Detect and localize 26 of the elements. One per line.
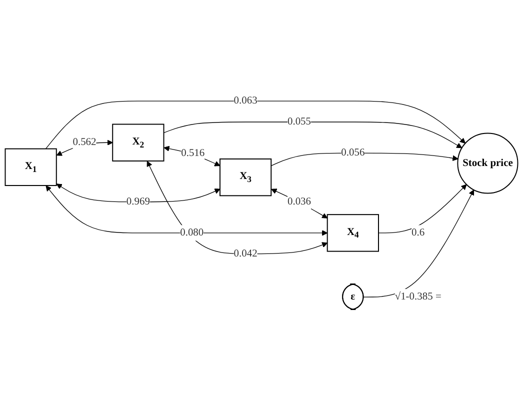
- arrow: [363, 190, 474, 298]
- edge-label: 0.055: [287, 116, 312, 128]
- edge-label: 0.042: [234, 248, 258, 260]
- arrow: [163, 122, 462, 148]
- node-box: X$_{3}$: [219, 158, 272, 196]
- node-box: X$_{4}$: [326, 214, 379, 252]
- arrow: [45, 100, 466, 150]
- arrow: [271, 188, 328, 219]
- arrow: [56, 184, 220, 202]
- node-box: X$_{2}$: [112, 124, 164, 162]
- edge-label: 0.080: [180, 227, 204, 238]
- edge-label: √1-0.385 =: [394, 291, 442, 302]
- edge-label: 0.6: [412, 227, 425, 238]
- node-circle: Stock price: [457, 132, 518, 194]
- arrow: [378, 184, 467, 234]
- arrow: [164, 146, 220, 166]
- node-box: X$_{1}$: [4, 148, 57, 186]
- arrow: [146, 161, 328, 254]
- edge-label: 0.036: [287, 196, 312, 208]
- edge-label: 0.969: [126, 196, 150, 208]
- arrow: [46, 186, 328, 236]
- edge-label: 0.063: [234, 95, 258, 106]
- arrow: [270, 152, 458, 166]
- edge-label: 0.056: [341, 147, 365, 158]
- edge-label: 0.516: [181, 148, 205, 159]
- edge-label: 0.562: [72, 136, 96, 148]
